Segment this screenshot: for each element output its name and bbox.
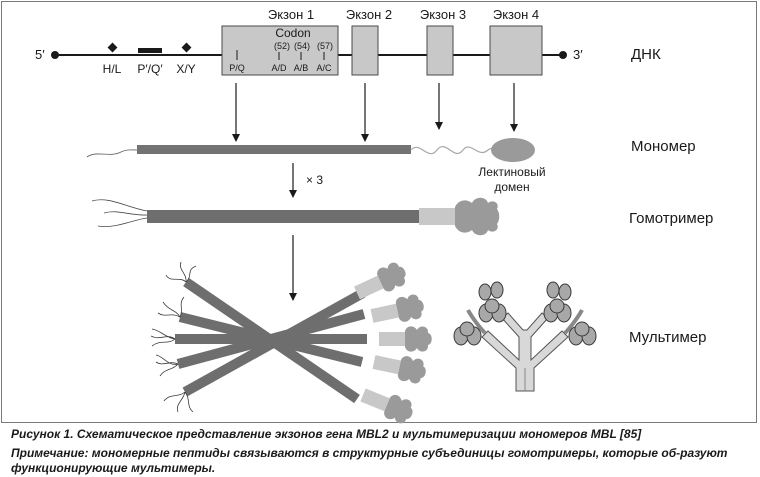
allele-ad: A/D — [271, 63, 287, 73]
monomer-collagen-region — [137, 145, 411, 154]
multimer-arm — [563, 309, 584, 335]
multimer-label: Мультимер — [629, 329, 706, 346]
figure-frame — [1, 1, 757, 423]
exon-4-label: Экзон 4 — [493, 7, 539, 22]
homotrimer-row: Гомотример — [91, 197, 713, 236]
homotrimer-tail-1 — [91, 199, 148, 212]
multimer-side-head — [478, 298, 507, 323]
lectin-label-line2: домен — [494, 180, 529, 194]
multimer-tail — [165, 261, 197, 283]
multimer-tail — [163, 391, 194, 413]
exon-1-box — [221, 25, 339, 76]
monomer-row: Лектиновый домен Мономер — [86, 138, 696, 194]
monomer-neck-region — [410, 146, 498, 155]
lectin-label-line1: Лектиновый — [478, 165, 545, 179]
five-prime-label: 5′ — [35, 47, 45, 62]
multimer-head — [370, 294, 424, 323]
multimer-side-head — [546, 281, 572, 301]
homotrimer-label: Гомотример — [629, 210, 713, 227]
allele-pq: P/Q — [229, 63, 245, 73]
multiplier-label: × 3 — [306, 173, 323, 187]
multimer-side-head — [478, 281, 504, 301]
multimer-arm — [466, 309, 487, 335]
dna-label: ДНК — [631, 46, 661, 63]
three-prime-label: 3′ — [573, 47, 583, 62]
multimer-bouquet — [150, 261, 432, 424]
homotrimer-collagen-stalk — [147, 210, 419, 223]
homotrimer-neck — [419, 208, 455, 225]
multimer-head — [372, 355, 426, 384]
multimer-branches — [481, 312, 569, 392]
allele-ab: A/B — [294, 63, 309, 73]
homotrimer-tail-3 — [97, 217, 148, 227]
multimer-head — [360, 388, 413, 424]
multimer-head — [379, 326, 432, 352]
exon-3-box — [426, 25, 454, 76]
figure-caption-note: Примечание: мономерные пептиды связывают… — [11, 446, 728, 475]
promoter-marker-pq — [138, 48, 162, 53]
multimer-head — [354, 262, 406, 300]
multimer-side-head — [453, 321, 482, 346]
exon-2-label: Экзон 2 — [346, 7, 392, 22]
multimer-side-head — [543, 298, 572, 323]
dna-5prime-end — [51, 51, 59, 59]
monomer-label: Мономер — [631, 138, 696, 155]
promoter-marker-hl — [107, 42, 118, 53]
codon-title: Codon — [275, 26, 310, 40]
allele-ac: A/C — [316, 63, 332, 73]
multimer-tail — [150, 328, 176, 347]
mbl-gene-diagram: 5′ 3′ ДНК H/L P′/Q′ X/Y Экзон 1 Экзон 2 … — [35, 7, 713, 424]
exon-4-box — [489, 25, 543, 76]
codon-number-52: (52) — [274, 41, 290, 51]
exon-1-label: Экзон 1 — [268, 7, 314, 22]
dna-3prime-end — [559, 51, 567, 59]
promoter-label-pq: P′/Q′ — [137, 62, 163, 76]
multimer-side-view — [453, 281, 597, 392]
promoter-label-xy: X/Y — [176, 62, 195, 76]
monomer-n-terminus — [86, 149, 138, 158]
multimer-side-head — [568, 321, 597, 346]
promoter-marker-xy — [181, 42, 192, 53]
multimer-stalk — [182, 288, 366, 397]
promoter-label-hl: H/L — [103, 62, 122, 76]
multimer-tail — [155, 354, 179, 377]
multimer-tail — [157, 296, 185, 318]
homotrimer-lectin-heads — [455, 197, 500, 236]
exon-2-box — [351, 25, 379, 76]
codon-number-57: (57) — [317, 41, 333, 51]
figure-caption-title: Рисунок 1. Схематическое представление э… — [11, 427, 642, 441]
lectin-domain — [491, 138, 535, 162]
homotrimer-tail-2 — [103, 211, 148, 216]
codon-number-54: (54) — [294, 41, 310, 51]
exon-3-label: Экзон 3 — [420, 7, 466, 22]
dna-row: 5′ 3′ ДНК H/L P′/Q′ X/Y Экзон 1 Экзон 2 … — [35, 7, 661, 76]
